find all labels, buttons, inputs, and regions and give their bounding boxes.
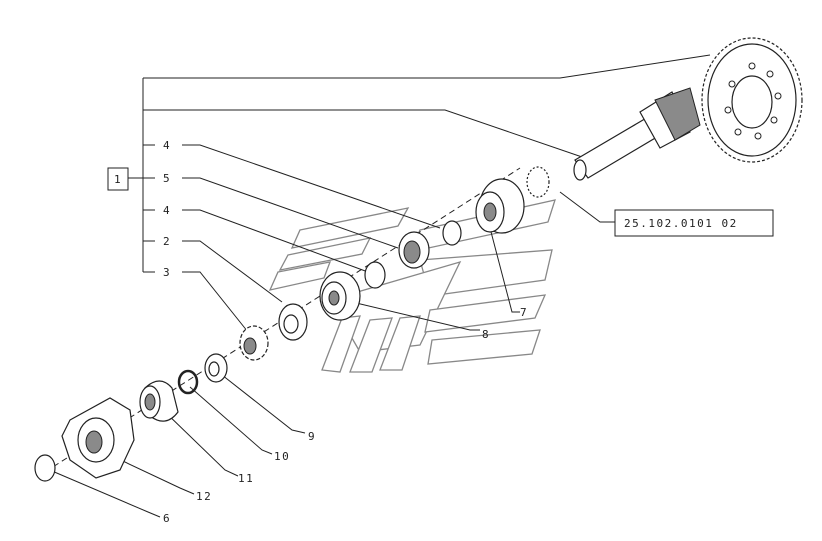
callout-9: 9 bbox=[308, 430, 316, 443]
callout-12: 12 bbox=[196, 490, 212, 503]
washer-9 bbox=[204, 353, 228, 383]
group-label: 1 bbox=[114, 173, 122, 186]
bracket-label-1: 4 bbox=[163, 139, 171, 152]
group-label-box bbox=[107, 167, 129, 191]
cap-6 bbox=[34, 454, 56, 482]
bearing-cup-5 bbox=[398, 231, 430, 269]
bracket-label-3: 4 bbox=[163, 204, 171, 217]
callout-6: 6 bbox=[163, 512, 171, 525]
spacer-ring-upper bbox=[442, 220, 462, 246]
callout-7: 7 bbox=[520, 306, 528, 319]
crown-ring-gear bbox=[701, 37, 803, 163]
bracket-label-4: 2 bbox=[163, 235, 171, 248]
bracket-label-5: 3 bbox=[163, 266, 171, 279]
taper-bearing-7 bbox=[475, 178, 525, 234]
callout-11: 11 bbox=[238, 472, 254, 485]
pinion-shaft bbox=[573, 87, 701, 181]
housing-12 bbox=[61, 397, 135, 479]
shim-pack bbox=[526, 166, 550, 198]
bushing-11 bbox=[139, 380, 179, 422]
reference-code-box bbox=[614, 209, 774, 237]
bracket-label-2: 5 bbox=[163, 172, 171, 185]
spacer-ring-lower bbox=[364, 261, 386, 289]
taper-bearing-8 bbox=[319, 271, 361, 321]
callout-10: 10 bbox=[274, 450, 290, 463]
washer-2 bbox=[278, 303, 308, 341]
ring-nut-3 bbox=[239, 325, 269, 361]
callout-8: 8 bbox=[482, 328, 490, 341]
reference-code: 25.102.0101 02 bbox=[624, 217, 738, 230]
parts bbox=[34, 37, 803, 482]
snap-ring-10 bbox=[177, 369, 199, 395]
